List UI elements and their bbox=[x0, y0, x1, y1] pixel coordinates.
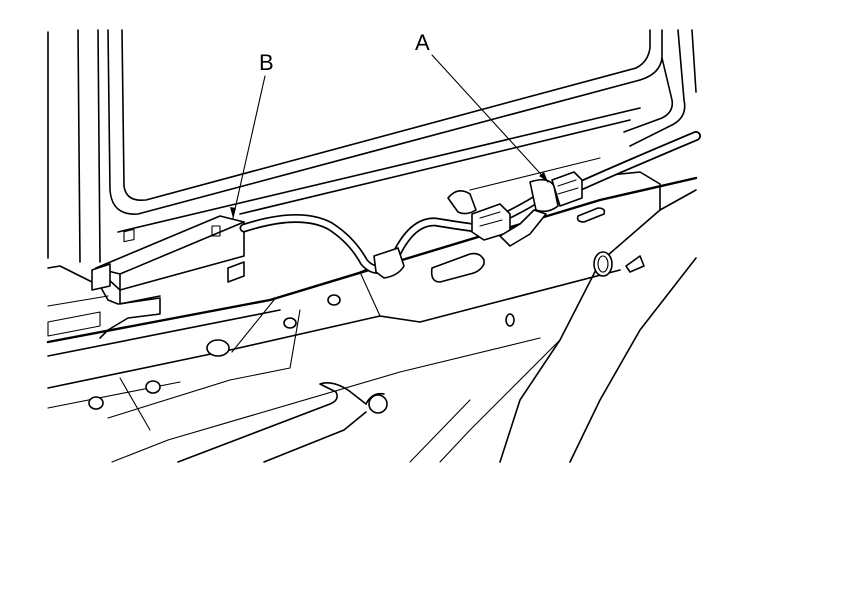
callout-a: A bbox=[415, 30, 549, 183]
body-panel bbox=[46, 157, 698, 463]
callout-b: B bbox=[230, 50, 274, 219]
window-frame bbox=[47, 29, 697, 263]
connector-middle bbox=[447, 190, 511, 241]
callout-a-label: A bbox=[415, 30, 430, 55]
control-module-b bbox=[91, 215, 245, 305]
wire-harness bbox=[239, 131, 701, 279]
connector-a bbox=[499, 171, 583, 247]
callout-b-label: B bbox=[259, 50, 274, 75]
